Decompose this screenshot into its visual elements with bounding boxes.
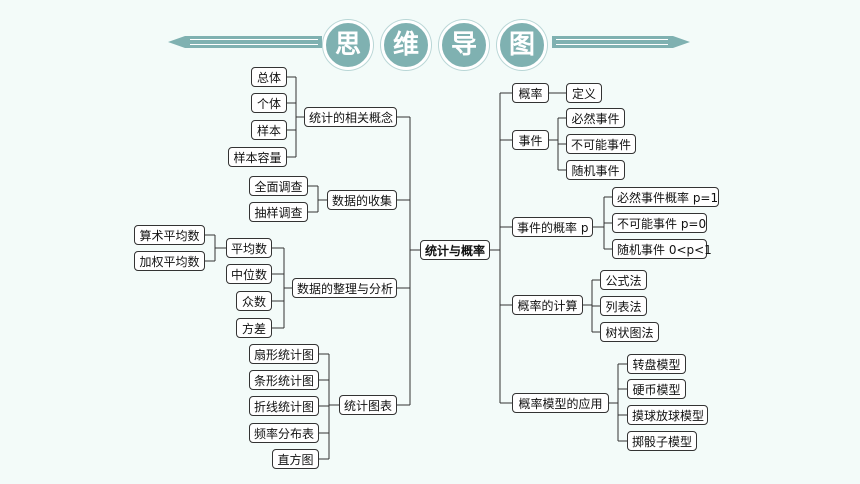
node-population: 总体 [251,67,287,87]
node-prob-models: 概率模型的应用 [512,393,609,413]
node-random-prob: 随机事件 0<p<1 [612,239,712,259]
node-ball-model: 摸球放球模型 [627,405,708,425]
node-variance: 方差 [236,318,272,338]
node-census: 全面调查 [249,176,308,196]
node-coin-model: 硬币模型 [627,379,686,399]
node-frequency-table: 频率分布表 [249,423,319,443]
node-sampling-survey: 抽样调查 [249,202,308,222]
title-char-2: 维 [381,20,431,70]
title-char-4: 图 [497,20,547,70]
node-tree-method: 树状图法 [600,322,659,342]
node-line-chart: 折线统计图 [249,396,319,416]
node-stat-concepts: 统计的相关概念 [304,107,397,127]
title-char-3: 导 [439,20,489,70]
title-banner [168,36,690,48]
node-data-collection: 数据的收集 [327,190,397,210]
title-char-1: 思 [323,20,373,70]
node-mode: 众数 [236,291,272,311]
node-certain-prob: 必然事件概率 p=1 [612,187,719,207]
node-sample: 样本 [251,120,287,140]
node-formula-method: 公式法 [600,270,647,290]
node-arithmetic-mean: 算术平均数 [134,225,205,245]
node-bar-chart: 条形统计图 [249,370,319,390]
node-impossible-prob: 不可能事件 p=0 [612,213,707,233]
node-sample-size: 样本容量 [228,147,287,167]
node-root: 统计与概率 [420,240,490,260]
node-certain-event: 必然事件 [566,108,625,128]
node-stat-charts: 统计图表 [339,395,397,415]
node-event: 事件 [512,130,549,150]
node-impossible-event: 不可能事件 [566,134,636,154]
node-event-probability: 事件的概率 p [512,217,593,237]
node-table-method: 列表法 [600,296,647,316]
node-data-analysis: 数据的整理与分析 [292,278,397,298]
node-mean: 平均数 [226,238,272,258]
node-spinner-model: 转盘模型 [627,354,686,374]
node-median: 中位数 [226,264,272,284]
node-pie-chart: 扇形统计图 [249,344,319,364]
node-histogram: 直方图 [272,449,319,469]
node-probability: 概率 [512,83,549,103]
node-random-event: 随机事件 [566,160,625,180]
node-dice-model: 掷骰子模型 [627,431,697,451]
node-definition: 定义 [566,83,602,103]
node-weighted-mean: 加权平均数 [134,251,205,271]
node-individual: 个体 [251,93,287,113]
node-prob-calculation: 概率的计算 [512,295,583,315]
